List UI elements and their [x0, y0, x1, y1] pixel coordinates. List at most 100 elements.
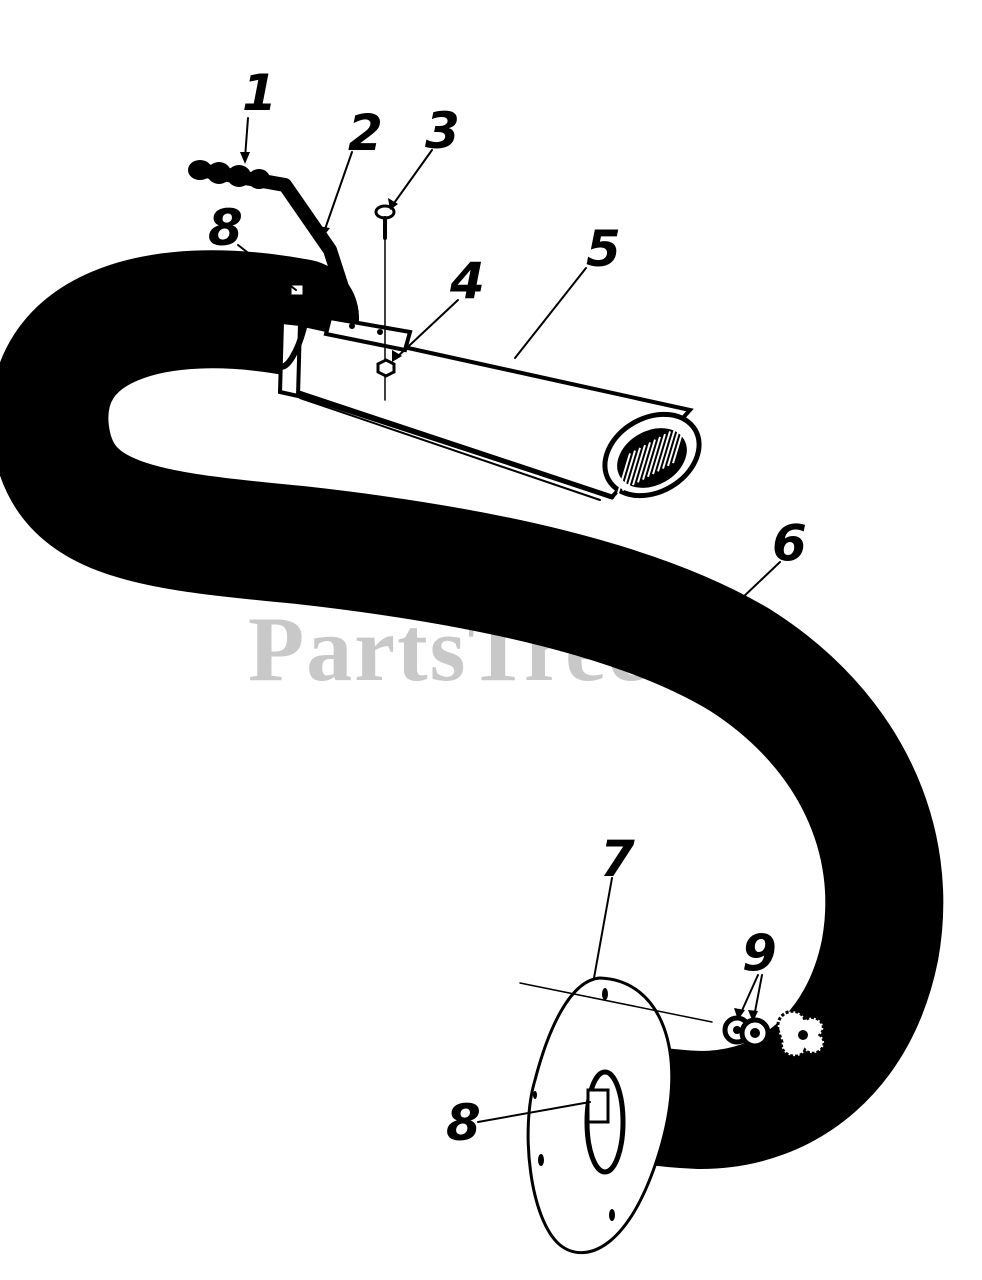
flex-hose	[0, 250, 944, 1169]
hose-rib	[282, 488, 297, 601]
hose-rib	[621, 561, 662, 669]
outlet-line	[657, 431, 671, 472]
hose-rib	[44, 302, 120, 390]
hose-rib	[374, 500, 394, 612]
callout-7: 7	[600, 830, 635, 888]
hose-rib	[212, 253, 221, 366]
callout-3: 3	[425, 102, 460, 160]
hose-rib	[776, 693, 865, 767]
hose-rib	[812, 976, 917, 1024]
hose-rib	[233, 483, 249, 596]
hose-rib	[641, 570, 686, 676]
leader-lines	[237, 117, 781, 1123]
outlet-hatching	[617, 422, 686, 494]
outlet-line	[672, 422, 686, 464]
hose-rib	[209, 480, 226, 593]
hose-rib	[158, 474, 182, 585]
hose-rib	[74, 457, 129, 559]
hose-rib	[103, 269, 144, 376]
washers	[722, 1015, 771, 1049]
hose-rib	[305, 490, 321, 603]
hose-rib	[828, 904, 941, 913]
hose-rib	[794, 1006, 886, 1077]
callout-5: 5	[586, 220, 621, 278]
hose-rib	[600, 553, 637, 661]
hose-rib	[827, 877, 940, 890]
hose-rib	[733, 635, 805, 726]
hose-rib	[131, 469, 162, 579]
outlet-line	[667, 425, 681, 467]
hose-rib	[743, 1045, 786, 1152]
hose-rib	[1, 364, 108, 405]
hose-clamp-lower	[586, 1088, 610, 1124]
hose-rib	[578, 546, 613, 655]
callout-2: 2	[348, 104, 383, 162]
hose-rib	[825, 848, 937, 870]
hose-rib	[662, 580, 710, 685]
hose-rib	[728, 1050, 756, 1161]
hose-rib	[421, 507, 443, 619]
hose-rib	[534, 532, 564, 643]
hose-rib	[771, 1030, 842, 1122]
hose-rib	[184, 477, 204, 589]
callout-8-upper: 8	[208, 199, 243, 257]
hose-rib	[821, 820, 931, 852]
outlet-line	[632, 444, 646, 486]
hose-rib	[826, 923, 939, 939]
hose-rib	[103, 464, 144, 571]
hose-rib	[133, 261, 161, 371]
hose-rib	[804, 992, 903, 1051]
hose-rib	[0, 423, 107, 441]
nut	[376, 358, 396, 378]
hose-rib	[188, 253, 199, 366]
callout-4: 4	[449, 252, 485, 310]
outlet-line	[617, 453, 631, 494]
hose-rib	[700, 604, 758, 704]
mounting-plate	[519, 976, 713, 1255]
outlet-line	[652, 433, 666, 475]
grip	[188, 160, 270, 189]
hose-rib	[0, 403, 106, 415]
hose-rib	[788, 716, 882, 783]
hose-rib	[710, 1053, 725, 1166]
hose-rib	[818, 959, 927, 996]
hose-rib	[823, 941, 934, 968]
hose-rib	[73, 282, 130, 383]
hose-rib	[44, 451, 119, 539]
hose-rib	[19, 330, 113, 397]
outlet-line	[642, 439, 656, 480]
callout-9: 9	[742, 924, 777, 982]
hose-rib	[815, 792, 922, 834]
hose-rib	[798, 740, 898, 799]
hose-rib	[681, 591, 734, 694]
outlet-line	[627, 447, 641, 489]
callouts: 1 2 3 4 5 6 7 8 8 9	[208, 64, 807, 1152]
hose-rib	[748, 653, 826, 739]
hose-rib	[162, 256, 180, 368]
callout-1: 1	[242, 64, 277, 122]
hose-rib	[466, 516, 491, 628]
hose-rib	[235, 254, 248, 367]
hose-rib	[512, 527, 540, 637]
hose-rib	[716, 619, 782, 714]
callout-8-lower: 8	[446, 1094, 481, 1152]
hose-rib	[18, 444, 113, 510]
hose-rib	[328, 493, 346, 606]
hose-rib	[1, 436, 109, 475]
wing-nut	[776, 1009, 826, 1058]
hose-rib	[398, 503, 418, 616]
hose-rib	[758, 1038, 815, 1139]
hose-rib	[444, 512, 467, 623]
hose-rib	[763, 672, 846, 753]
hose-rib	[351, 496, 370, 609]
outlet-line	[647, 436, 661, 478]
outlet-line	[637, 442, 651, 483]
hose-rib	[258, 485, 273, 598]
hose-rib	[808, 765, 911, 816]
outlet-line	[662, 428, 676, 469]
hose-rib	[556, 539, 589, 648]
hose-rib	[687, 1053, 699, 1166]
outlet-line	[622, 450, 636, 491]
hose-corrugations	[0, 253, 941, 1166]
